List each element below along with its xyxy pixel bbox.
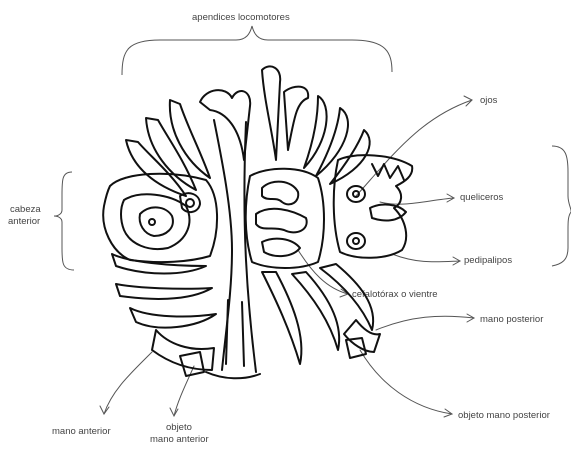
cefalotorax-outline: [246, 169, 324, 268]
appendage-lower-right-1: [262, 272, 301, 364]
right-eye-upper-icon: [347, 186, 365, 202]
arrow-objeto-mano-anterior: [170, 366, 194, 416]
spider-figure: [103, 66, 412, 378]
label-pedipalipos: pedipalipos: [464, 255, 512, 266]
left-eye-inner-icon: [149, 219, 155, 225]
arrow-ojos: [356, 96, 472, 196]
label-apendices-locomotores: apendices locomotores: [192, 12, 290, 23]
label-cabeza-anterior: anterior: [8, 216, 40, 227]
left-eye-icon: [186, 199, 194, 207]
appendage-upper-left-3: [126, 140, 186, 196]
label-objeto-mano-posterior: objeto mano posterior: [458, 410, 550, 421]
label-objeto: objeto: [166, 422, 192, 433]
right-head-teeth: [372, 164, 404, 180]
right-pupil-lower-icon: [353, 238, 359, 244]
objeto-mano-posterior-shape: [346, 338, 366, 358]
appendage-lower-left-3: [130, 308, 216, 328]
cefalotorax-swirl-mid: [256, 209, 307, 233]
central-trunk: [214, 120, 256, 372]
appendage-lower-right-2: [292, 272, 339, 350]
brace-right: [552, 146, 571, 266]
appendage-upper-right-1: [304, 96, 327, 168]
appendage-top-hook: [200, 90, 250, 160]
brace-apendices: [122, 26, 392, 75]
label-mano-anterior: mano anterior: [52, 426, 111, 437]
arrow-queliceros: [380, 194, 454, 204]
appendage-lower-right-3: [320, 264, 373, 330]
right-pupil-upper-icon: [353, 191, 359, 197]
appendage-lower-left-2: [116, 284, 212, 299]
label-mano-posterior: mano posterior: [480, 314, 543, 325]
arrow-objeto-mano-posterior: [360, 350, 452, 417]
arrow-pedipalipos: [392, 254, 460, 265]
appendage-upper-left-1: [170, 100, 210, 178]
appendage-top-center: [262, 66, 280, 160]
mano-posterior-leg: [344, 320, 380, 352]
cefalotorax-swirl-low: [262, 239, 300, 256]
arrow-mano-anterior: [100, 352, 152, 414]
label-queliceros: queliceros: [460, 192, 504, 203]
label-cabeza: cabeza: [10, 204, 41, 215]
right-eye-lower-icon: [347, 233, 365, 249]
arrow-mano-posterior: [376, 314, 474, 330]
left-head-inner-2: [140, 207, 173, 236]
brace-cabeza: [54, 172, 74, 270]
label-objeto-mano-anterior: mano anterior: [150, 434, 209, 445]
label-ojos: ojos: [480, 95, 498, 106]
cefalotorax-swirl-top: [262, 182, 298, 205]
appendage-top-right-hook: [284, 87, 308, 150]
objeto-mano-anterior-shape: [180, 352, 204, 376]
